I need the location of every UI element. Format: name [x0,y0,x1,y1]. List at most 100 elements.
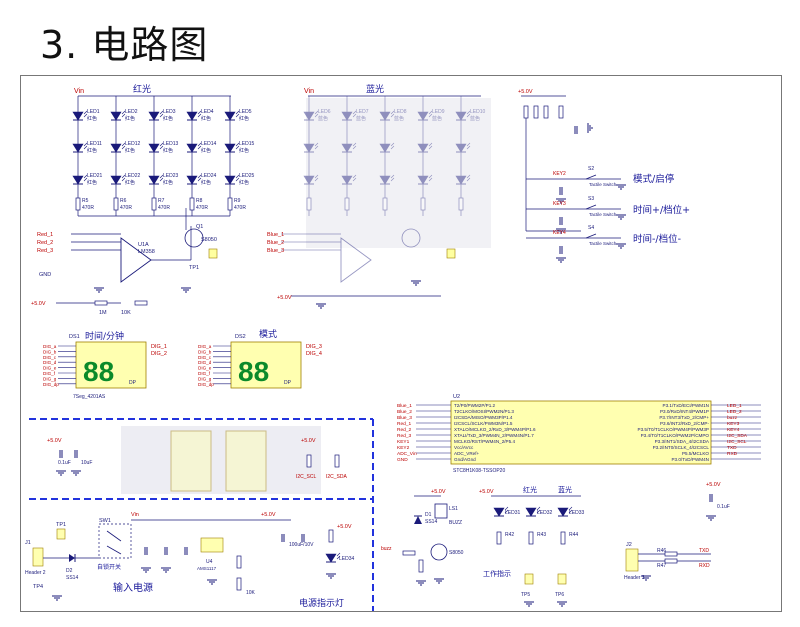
j1-header: Header 2 [25,570,46,576]
blue-led-color: 蓝色 [394,115,404,122]
tp5-label: TP5 [521,592,530,598]
red-led-label: LED24 [201,173,217,179]
plus5v-blue: +5.0V [277,295,292,301]
ds1-dig2: DIG_2 [151,351,167,357]
u2-right-net: KEY3 [727,421,740,427]
blue-led-label: LED10 [470,109,486,115]
u2-left-net: Red_1 [397,421,411,427]
work-indicator: +5.0V 红光 蓝光 LED31 LED32 LED33 R42 R43 R4… [479,485,585,607]
red-res-value: 470R [234,205,246,211]
work-red-label: 红光 [523,485,537,494]
vin-power: Vin [131,512,139,518]
plus5v-i2c: +5.0V [301,438,316,444]
work-blue-label: 蓝光 [558,485,572,494]
work-indicator-label: 工作指示 [483,569,511,578]
red-led [186,110,202,121]
u2-right-func: P3.7/INT3/TxD_2/CMP+ [659,415,709,420]
red-led-color: 红色 [163,179,173,186]
u2-right-net: LED_1 [727,403,742,409]
red-opamp-section: Red_1 Red_2 Red_3 U1A LM358 Q1 S8050 TP1… [31,208,218,316]
red-led [148,110,164,121]
red-led-label: LED25 [239,173,255,179]
tp1-label: TP1 [189,265,199,271]
u2-left-func: Gnd/AGnd [454,457,476,462]
red-led [110,142,126,153]
cap-100uf: 100uF/10V [289,542,314,548]
u2-left-net: KEY1 [397,439,410,445]
plus5v-buzz: +5.0V [431,489,446,495]
input-power-label: 输入电源 [113,581,153,594]
tp1-power: TP1 [56,522,66,528]
red-led [72,174,88,185]
u2-right-net: LED_2 [727,409,742,415]
red-led [72,142,88,153]
key-net: KEY2 [553,171,566,177]
seg-pin-label: DIG_f [43,371,56,376]
d1-label: D1 [425,512,432,518]
tp6-label: TP6 [555,592,564,598]
page-title: 3. 电路图 [40,23,209,67]
u2-left-func: MCLKO/RST/PWM4N_2/P5.4 [454,439,515,444]
red-res-value: 470R [82,205,94,211]
switch-label: S3 [588,196,594,202]
u1-part: LM358 [138,249,155,255]
red-led-label: LED2 [125,109,138,115]
r46: R46 [657,548,666,554]
seg-pin-label: DIG_dp [43,382,59,387]
seg-pin-label: DIG_a [198,344,212,349]
u2-left-net: Blue_3 [397,415,412,421]
blue2-net: Blue_2 [267,240,284,246]
red-led [72,110,88,121]
red-led-color: 红色 [201,147,211,154]
key-net: KEY4 [553,230,566,236]
ds1-part: 7Seg_4201AS [73,394,106,400]
red-led [110,110,126,121]
seg-pin-label: DIG_a [43,344,57,349]
red-led-label: LED23 [163,173,179,179]
red-led-label: LED12 [125,141,141,147]
u2-part: STC8H1K08-TSSOP20 [453,468,505,474]
plus5v-c8: +5.0V [706,482,721,488]
red-led-matrix: Vin 红光 LED1红色LED11红色LED21红色R5470RLED2红色L… [72,83,255,217]
blue-led-color: 蓝色 [470,115,480,122]
blue-led-label: LED6 [318,109,331,115]
plus5v-red: +5.0V [31,301,46,307]
red-res-label: R5 [82,198,89,204]
q2-part: S8050 [449,550,464,556]
blue-led-color: 蓝色 [432,115,442,122]
red-led-label: LED22 [125,173,141,179]
u2-right-net: RXD [727,451,738,457]
mode-start-label: 模式/启停 [633,173,675,185]
r47: R47 [657,563,666,569]
blue1-net: Blue_1 [267,232,284,238]
red-res-value: 470R [158,205,170,211]
led32: LED32 [537,510,553,516]
plus5v-led: +5.0V [337,524,352,530]
red-led-color: 红色 [125,179,135,186]
ds2-dp: DP [284,380,292,386]
u2-right-net: TXD [727,445,737,451]
ds2-dig4: DIG_4 [306,351,322,357]
u2-left-net: Red_2 [397,427,411,433]
d1-part: SS14 [425,519,437,525]
u2-right-func: P5.5/MCLKO [682,451,709,456]
u2-right-func: P3.0/RxD/INT4/PWM1P [660,409,709,414]
schematic-svg: Vin 红光 LED1红色LED11红色LED21红色R5470RLED2红色L… [25,83,761,611]
u2-left-net: KEY2 [397,445,410,451]
red-led-label: LED14 [201,141,217,147]
ds2-digits: 88 [238,356,269,387]
red-res-label: R9 [234,198,241,204]
res-1m-red: 1M [99,310,107,316]
red-led-color: 红色 [201,179,211,186]
tactile-switch-label: Tactile Switch [589,182,617,187]
seg-pin-label: DIG_b [43,349,57,354]
u4-label: U4 [206,559,213,565]
blue-led-label: LED7 [356,109,369,115]
u2-right-func: P3.4/T0/T1CLKO/PWM2P/CMPO [641,433,710,438]
u1-label: U1A [138,242,149,248]
led34-label: LED34 [339,556,355,562]
seg-display-1: DS1 时间/分钟 88 DP DIG_aDIG_bDIG_cDIG_dDIG_… [43,330,167,400]
red-led-color: 红色 [87,179,97,186]
